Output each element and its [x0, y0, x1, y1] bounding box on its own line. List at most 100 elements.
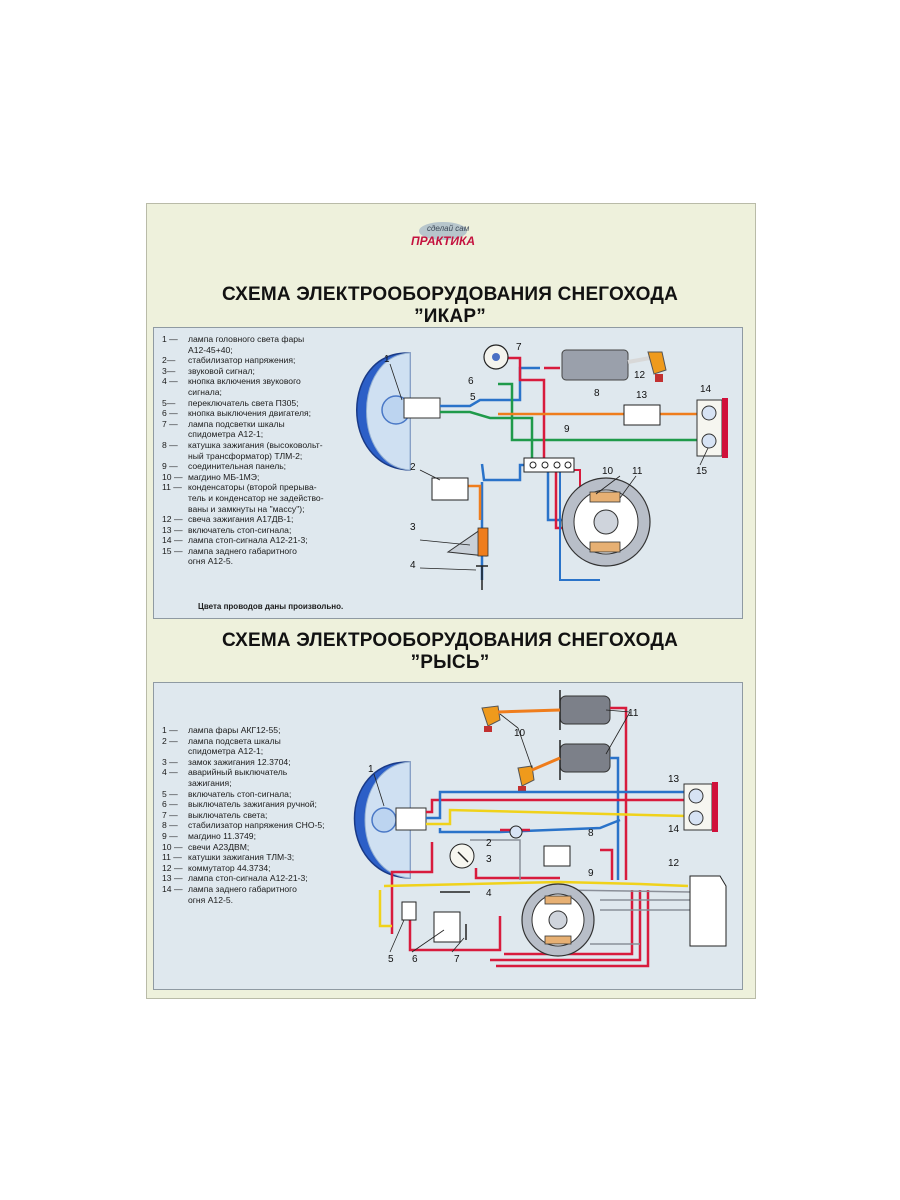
legend-item-text: магдино МБ-1МЭ;	[188, 471, 260, 482]
legend-item: 7 — лампа подсветки шкалы спидометра А12-…	[162, 419, 324, 440]
legend-item-text: звуковой сигнал;	[188, 365, 255, 376]
legend-item: 6 — выключатель зажигания ручной;	[162, 799, 325, 810]
legend-item-text: лампа подсветки шкалы спидометра А12-1;	[188, 418, 285, 440]
legend-item-number: 4 —	[162, 376, 178, 387]
legend-item-number: 5—	[162, 397, 176, 408]
legend-item-text: катушки зажигания ТЛМ-3;	[188, 852, 295, 863]
legend-item: 4 — кнопка включения звукового сигнала;	[162, 376, 324, 397]
legend-item-number: 9 —	[162, 830, 178, 841]
legend-item-text: свечи А23ДВМ;	[188, 841, 250, 852]
legend-item: 14 — лампа заднего габаритного огня А12-5…	[162, 884, 325, 905]
legend-item-text: конденсаторы (второй прерыва- тель и кон…	[188, 482, 324, 514]
rubric-small-text: сделай сам	[427, 224, 470, 233]
rubric-word: ПРАКТИКА	[411, 234, 476, 248]
scheme1-note: Цвета проводов даны произвольно.	[198, 602, 344, 611]
legend-item: 14 — лампа стоп-сигнала А12-21-3;	[162, 535, 324, 546]
legend-item-number: 11 —	[162, 852, 182, 863]
legend-item-text: лампа заднего габаритного огня А12-5.	[188, 545, 297, 567]
legend-item-number: 6 —	[162, 799, 178, 810]
legend-item-number: 14 —	[162, 535, 183, 546]
legend-item-text: аварийный выключатель зажигания;	[188, 767, 288, 788]
legend-item: 2— стабилизатор напряжения;	[162, 355, 324, 366]
legend-item: 5— переключатель света П305;	[162, 398, 324, 409]
legend-item-number: 3 —	[162, 756, 178, 767]
legend-item-text: стабилизатор напряжения СНО-5;	[188, 820, 325, 831]
legend-item: 11 — конденсаторы (второй прерыва- тель и…	[162, 482, 324, 514]
legend-item-number: 1 —	[162, 725, 178, 735]
legend-item: 1 — лампа фары АКГ12-55;	[162, 725, 325, 736]
legend-item: 13 — включатель стоп-сигнала;	[162, 525, 324, 536]
legend-item-text: выключатель зажигания ручной;	[188, 799, 317, 810]
legend-item-number: 8 —	[162, 820, 178, 831]
legend-item-number: 7 —	[162, 809, 178, 820]
legend-item: 10 — магдино МБ-1МЭ;	[162, 472, 324, 483]
legend-item-number: 5 —	[162, 788, 178, 799]
legend-item-text: включатель стоп-сигнала;	[188, 788, 292, 799]
legend-item: 15 — лампа заднего габаритного огня А12-5…	[162, 546, 324, 567]
legend-item-number: 8 —	[162, 439, 178, 450]
legend-item: 10 — свечи А23ДВМ;	[162, 842, 325, 853]
legend-item: 12 — коммутатор 44.3734;	[162, 863, 325, 874]
legend-item-text: включатель стоп-сигнала;	[188, 524, 292, 535]
legend-item: 13 — лампа стоп-сигнала А12-21-3;	[162, 873, 325, 884]
legend-item: 12 — свеча зажигания А17ДВ-1;	[162, 514, 324, 525]
rubric-bubble	[419, 222, 467, 240]
scheme1-title: СХЕМА ЭЛЕКТРООБОРУДОВАНИЯ СНЕГОХОДА ”ИКА…	[150, 284, 750, 328]
legend-item-number: 14 —	[162, 883, 183, 894]
legend-item-number: 10 —	[162, 471, 183, 482]
legend-item-number: 3—	[162, 365, 176, 376]
scheme2-title-line2: ”РЫСЬ”	[410, 652, 490, 673]
scheme2-title-line1: СХЕМА ЭЛЕКТРООБОРУДОВАНИЯ СНЕГОХОДА	[221, 630, 679, 651]
legend-item-text: стабилизатор напряжения;	[188, 355, 296, 366]
legend-item-text: переключатель света П305;	[188, 397, 299, 408]
legend-item-number: 9 —	[162, 461, 178, 472]
legend-item: 2 — лампа подсвета шкалы спидометра А12-1…	[162, 736, 325, 757]
legend-item: 8 — стабилизатор напряжения СНО-5;	[162, 820, 325, 831]
legend-item: 11 — катушки зажигания ТЛМ-3;	[162, 852, 325, 863]
legend-item: 7 — выключатель света;	[162, 810, 325, 821]
legend-item-number: 12 —	[162, 514, 183, 525]
legend-item: 4 — аварийный выключатель зажигания;	[162, 767, 325, 788]
legend-item-text: выключатель света;	[188, 809, 268, 820]
legend-item-text: магдино 11.3749;	[188, 830, 256, 841]
legend-item-text: замок зажигания 12.3704;	[188, 756, 291, 767]
legend-item-text: коммутатор 44.3734;	[188, 862, 271, 873]
legend-item-number: 10 —	[162, 841, 183, 852]
legend-item-text: катушка зажигания (высоковольт- ный тран…	[188, 439, 323, 461]
legend-item-number: 6 —	[162, 408, 178, 419]
legend-item-number: 11 —	[162, 482, 182, 493]
legend-item-number: 2—	[162, 355, 176, 366]
scheme1-title-line1: СХЕМА ЭЛЕКТРООБОРУДОВАНИЯ СНЕГОХОДА	[221, 284, 679, 305]
legend-item: 1 — лампа головного света фары А12-45+40;	[162, 334, 324, 355]
legend-item: 8 — катушка зажигания (высоковольт- ный т…	[162, 440, 324, 461]
legend-item: 5 — включатель стоп-сигнала;	[162, 789, 325, 800]
legend-item-text: соединительная панель;	[188, 461, 287, 472]
legend-item-number: 12 —	[162, 862, 183, 873]
legend-item-text: лампа стоп-сигнала А12-21-3;	[188, 535, 308, 546]
legend-item: 9 — соединительная панель;	[162, 461, 324, 472]
legend-item-number: 2 —	[162, 735, 178, 746]
legend-item-text: лампа фары АКГ12-55;	[188, 725, 281, 735]
legend-item-number: 13 —	[162, 524, 183, 535]
rubric-badge: сделай сам ПРАКТИКА	[407, 222, 487, 252]
scheme1-title-line2: ”ИКАР”	[414, 306, 486, 327]
legend-item: 9 — магдино 11.3749;	[162, 831, 325, 842]
legend-item: 6 — кнопка выключения двигателя;	[162, 408, 324, 419]
legend-item-number: 13 —	[162, 873, 183, 884]
scheme1-legend: 1 — лампа головного света фары А12-45+40;…	[162, 334, 324, 567]
legend-item-text: свеча зажигания А17ДВ-1;	[188, 514, 294, 525]
legend-item: 3— звуковой сигнал;	[162, 366, 324, 377]
legend-item-text: лампа стоп-сигнала А12-21-3;	[188, 873, 308, 884]
legend-item: 3 — замок зажигания 12.3704;	[162, 757, 325, 768]
scheme2-legend: 1 — лампа фары АКГ12-55; 2 — лампа подсвета…	[162, 725, 325, 905]
legend-item-number: 1 —	[162, 334, 178, 344]
legend-item-text: кнопка включения звукового сигнала;	[188, 376, 301, 397]
legend-item-text: лампа подсвета шкалы спидометра А12-1;	[188, 735, 281, 757]
legend-item-number: 15 —	[162, 545, 183, 556]
legend-item-number: 4 —	[162, 767, 178, 778]
legend-item-number: 7 —	[162, 418, 178, 429]
legend-item-text: лампа головного света фары А12-45+40;	[188, 334, 305, 355]
legend-item-text: кнопка выключения двигателя;	[188, 408, 312, 419]
legend-item-text: лампа заднего габаритного огня А12-5.	[188, 883, 297, 905]
scheme2-title: СХЕМА ЭЛЕКТРООБОРУДОВАНИЯ СНЕГОХОДА ”РЫС…	[150, 630, 750, 674]
